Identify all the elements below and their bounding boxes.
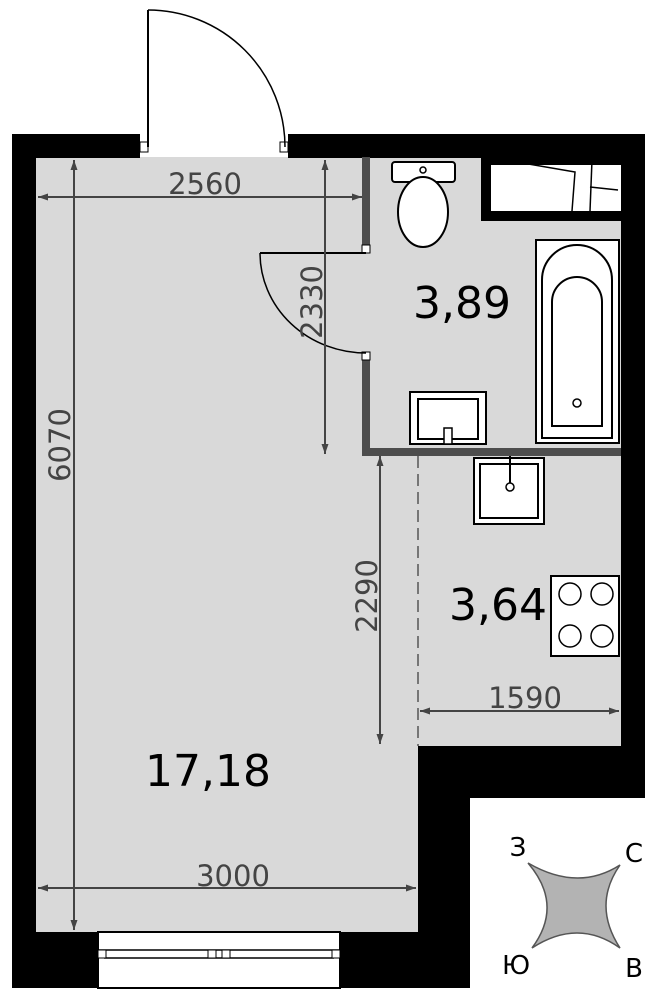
wall-bottom-left [12,932,98,988]
compass-icon [527,862,621,949]
exterior-walls [12,134,645,988]
dim-left-height: 6070 [43,408,77,482]
bathroom-door [259,244,371,361]
room-area-bathroom: 3,89 [413,278,511,329]
dim-bath-height: 2330 [295,265,329,339]
dim-kitchen-width: 1590 [488,681,562,715]
dimension-lines [38,160,619,930]
room-area-kitchen: 3,64 [449,580,547,631]
ventilation-shaft [491,159,621,212]
toilet-icon [391,161,456,248]
compass-north: С [625,839,643,869]
stove-icon [550,575,620,657]
compass-west: З [510,833,527,863]
wall-top-left [12,134,140,158]
entrance-door [139,9,289,153]
compass-south: Ю [502,951,530,981]
wall-top-right [288,134,645,158]
bathroom-sink-icon [409,391,487,445]
wall-right [621,134,645,746]
main-room-floor [36,157,418,932]
room-area-main: 17,18 [145,746,271,797]
dim-kitchen-height: 2290 [350,559,384,633]
bathroom-partitions [362,157,621,456]
bathtub-icon [535,239,620,444]
dim-bottom-width: 3000 [196,859,270,893]
shaft-wall-top [481,157,621,165]
shaft-wall-left [481,157,491,221]
kitchen-sink-icon [473,456,545,525]
shaft-wall-bottom [481,211,621,221]
window [97,931,341,989]
wall-bottom-right [340,932,470,988]
compass-east: В [625,954,643,984]
wall-left [12,134,36,988]
dim-top-width: 2560 [168,167,242,201]
